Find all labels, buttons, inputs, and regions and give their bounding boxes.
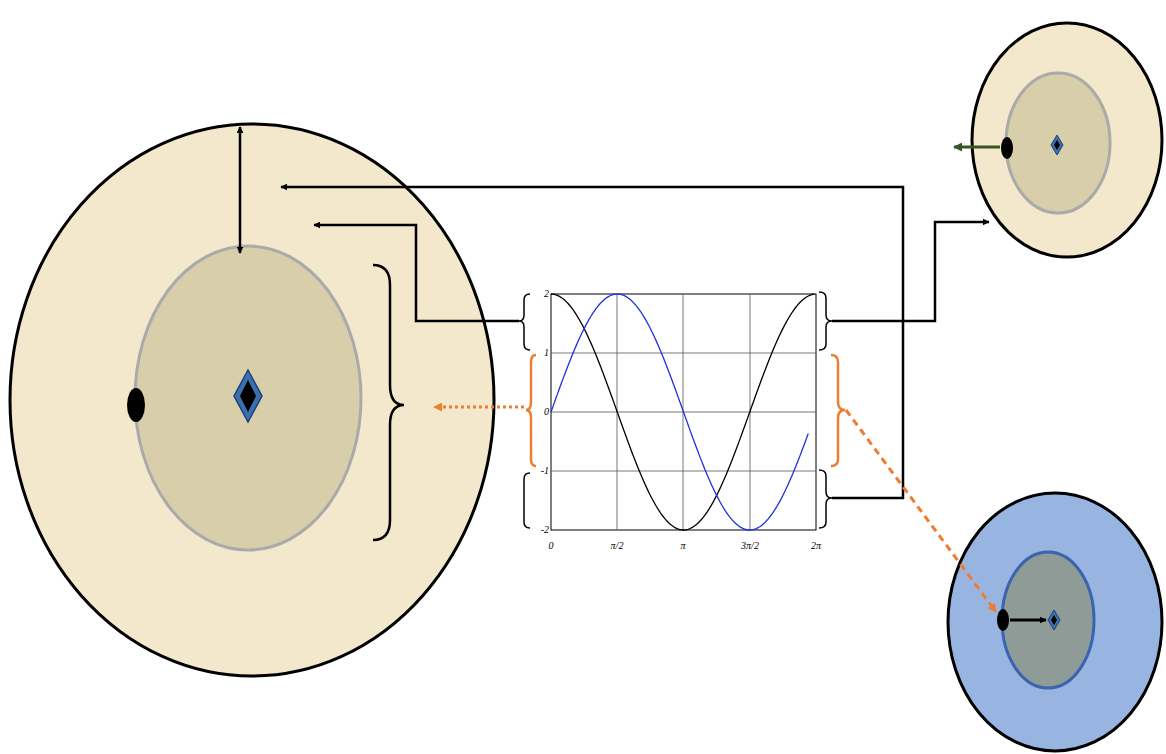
blue-cell [948,493,1162,751]
bracket [519,294,530,350]
tick-label: 2 [544,289,549,299]
tick-label: π/2 [611,541,624,551]
small-cell [972,23,1162,257]
large-cell [10,124,494,676]
dot [997,609,1009,631]
dot [1001,137,1013,159]
tick-label: 2π [811,541,821,551]
wave-chart [551,294,816,530]
leader-arrow [832,222,989,321]
dashed-arrow [846,410,996,612]
bracket [524,473,530,528]
diamond-symbol [1048,610,1060,630]
grid [551,294,816,530]
bracket [831,355,845,466]
dotted-arrow [434,406,524,409]
leader-arrow [314,225,519,321]
tick-label: 1 [544,348,549,358]
diamond-symbol [234,370,262,422]
inward-arrow [1010,619,1046,622]
bracket [819,292,832,350]
inner-region [135,246,361,550]
tick-label: 0 [544,407,549,417]
tick-label: -2 [541,525,549,535]
dot [127,388,145,422]
inner-region [1002,552,1094,688]
sine-curve [551,294,808,530]
cosine-curve [551,294,815,530]
bracket [819,470,832,528]
tick-label: 3π/2 [741,541,759,551]
bracket [526,355,536,466]
outward-arrow [954,146,1000,149]
diamond-core [1054,140,1060,150]
tick-label: -1 [541,466,549,476]
tick-label: 0 [549,541,554,551]
diamond-core [1051,615,1057,625]
double-arrow [239,127,242,253]
diamond-core [240,380,256,412]
leader-arrow [281,187,903,498]
plot-frame [551,294,816,530]
tick-label: π [680,541,685,551]
curly-brace [373,265,404,540]
inner-region [1006,73,1110,213]
diamond-symbol [1051,135,1063,155]
